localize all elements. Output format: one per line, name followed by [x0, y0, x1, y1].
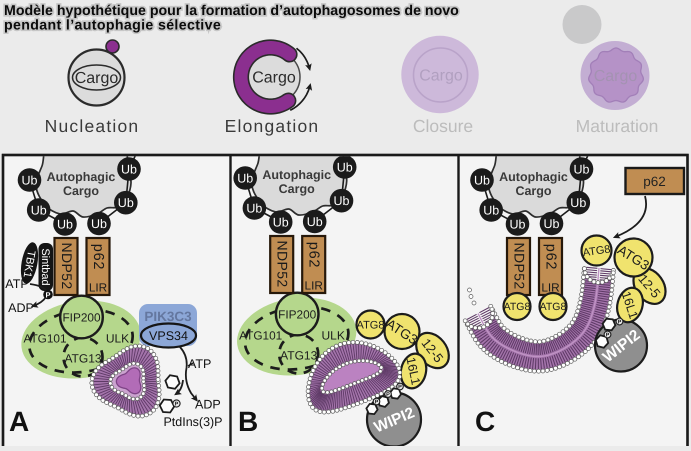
svg-text:Closure: Closure [413, 116, 473, 136]
svg-text:Ub: Ub [483, 204, 499, 218]
svg-text:A: A [9, 406, 29, 437]
svg-text:p62: p62 [643, 174, 666, 189]
svg-text:P: P [618, 319, 622, 325]
svg-text:P: P [398, 384, 402, 390]
svg-text:P: P [606, 332, 610, 338]
svg-text:Ub: Ub [273, 216, 289, 230]
svg-text:Cargo: Cargo [252, 70, 296, 87]
svg-text:C: C [475, 406, 495, 437]
svg-text:Ub: Ub [118, 196, 134, 210]
svg-text:PIK3C3: PIK3C3 [144, 309, 192, 324]
svg-text:p62: p62 [306, 242, 322, 269]
svg-text:VPS34: VPS34 [149, 329, 188, 343]
svg-text:Ub: Ub [121, 163, 137, 177]
svg-text:ADP: ADP [195, 398, 221, 412]
svg-text:Ub: Ub [570, 196, 586, 210]
svg-text:ULK: ULK [106, 332, 129, 346]
svg-text:ATG101: ATG101 [23, 332, 66, 346]
svg-text:NDP52: NDP52 [275, 240, 291, 287]
svg-text:FIP200: FIP200 [62, 311, 100, 325]
svg-text:Ub: Ub [22, 174, 38, 188]
svg-text:ATG101: ATG101 [239, 329, 282, 343]
svg-text:P: P [175, 401, 179, 407]
svg-text:Elongation: Elongation [225, 116, 320, 136]
svg-text:ATG8: ATG8 [504, 301, 531, 313]
svg-text:ATG13: ATG13 [280, 349, 317, 363]
svg-text:P: P [375, 399, 379, 405]
svg-text:Ub: Ub [474, 174, 490, 188]
svg-text:ATG8: ATG8 [540, 301, 567, 313]
svg-text:Ub: Ub [544, 217, 560, 231]
svg-text:Ub: Ub [57, 218, 73, 232]
svg-text:Cargo: Cargo [279, 182, 315, 196]
svg-text:Ub: Ub [91, 217, 107, 231]
svg-text:Ub: Ub [237, 172, 253, 186]
svg-text:NDP52: NDP52 [511, 242, 527, 289]
svg-text:pendant l’autophagie sélective: pendant l’autophagie sélective [4, 18, 221, 34]
svg-text:ATP: ATP [5, 277, 28, 291]
svg-text:p62: p62 [542, 244, 558, 271]
svg-text:NDP52: NDP52 [59, 242, 75, 289]
svg-text:Ub: Ub [510, 218, 526, 232]
svg-text:Ub: Ub [246, 202, 262, 216]
svg-text:Autophagic: Autophagic [47, 170, 116, 184]
svg-text:Cargo: Cargo [419, 68, 463, 85]
svg-text:Cargo: Cargo [75, 70, 119, 87]
svg-text:P: P [386, 392, 390, 398]
svg-text:ADP: ADP [8, 301, 34, 315]
svg-text:Nucleation: Nucleation [45, 116, 140, 136]
svg-text:Ub: Ub [31, 204, 47, 218]
svg-text:FIP200: FIP200 [278, 308, 316, 322]
svg-text:LIR: LIR [305, 279, 323, 293]
svg-text:P: P [45, 291, 50, 300]
svg-text:p62: p62 [90, 244, 106, 271]
svg-text:Autophagic: Autophagic [499, 170, 568, 184]
svg-text:ATG8: ATG8 [357, 319, 385, 331]
svg-text:Sintbad: Sintbad [39, 248, 51, 285]
svg-text:Ub: Ub [574, 163, 590, 177]
svg-text:Ub: Ub [307, 215, 323, 229]
svg-text:ATP: ATP [188, 357, 211, 371]
svg-text:ATG13: ATG13 [64, 352, 101, 366]
svg-text:Ub: Ub [337, 161, 353, 175]
svg-text:Cargo: Cargo [63, 184, 99, 198]
svg-text:ULK: ULK [322, 329, 345, 343]
svg-text:Ub: Ub [334, 194, 350, 208]
svg-text:Cargo: Cargo [594, 68, 638, 85]
svg-text:PtdIns(3)P: PtdIns(3)P [163, 415, 222, 429]
svg-text:B: B [238, 406, 258, 437]
svg-text:Maturation: Maturation [576, 116, 659, 136]
svg-text:Autophagic: Autophagic [262, 168, 331, 182]
svg-text:LIR: LIR [89, 281, 107, 295]
svg-text:Cargo: Cargo [515, 184, 551, 198]
